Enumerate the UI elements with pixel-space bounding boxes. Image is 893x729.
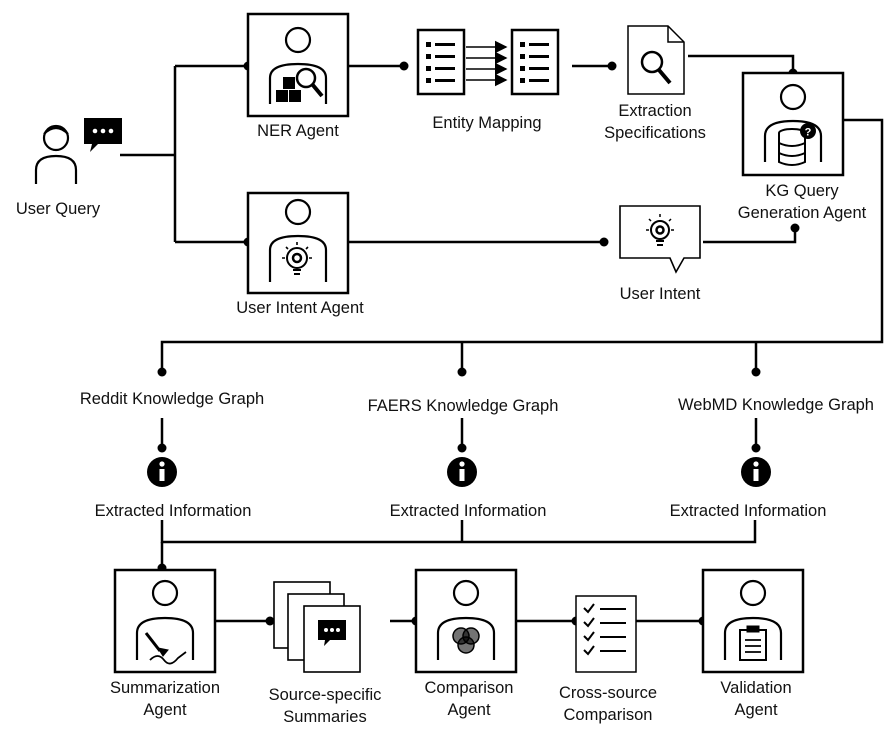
mapping-arrows [466, 40, 508, 87]
user-intent-agent-label: User Intent Agent [236, 299, 364, 317]
validation-agent-box [701, 568, 805, 674]
person-icon [436, 579, 496, 660]
comparison-agent-box [414, 568, 518, 674]
webmd-extracted-info-label: Extracted Information [669, 502, 827, 520]
comparison-agent-label: Comparison Agent [425, 677, 514, 721]
connector-lines [120, 54, 884, 623]
ner-agent-box [246, 12, 350, 118]
search-document-icon [627, 25, 685, 95]
intent-speech-bubble-icon [619, 205, 701, 274]
database-query-icon: ? [778, 123, 816, 166]
lightbulb-gear-icon [282, 242, 312, 275]
source-summaries-label: Source-specific Summaries [269, 684, 382, 728]
chat-bubble-icon [84, 118, 122, 152]
validation-agent-label: Validation Agent [720, 677, 791, 721]
summarization-agent-label: Summarization Agent [110, 677, 220, 721]
extraction-specifications-line2: Specifications [604, 124, 706, 142]
ner-agent-label: NER Agent [257, 122, 339, 140]
extraction-specifications-line1: Extraction [618, 102, 692, 120]
cross-source-comparison-label: Cross-source Comparison [559, 682, 657, 726]
list-document-icon-left [416, 28, 466, 96]
faers-kg-label: FAERS Knowledge Graph [367, 397, 559, 415]
person-icon [723, 579, 783, 660]
kg-query-agent-line2: Generation Agent [737, 204, 867, 222]
summarization-agent-line1: Summarization [109, 679, 221, 697]
extraction-specifications-label: Extraction Specifications [604, 100, 706, 144]
person-icon [763, 83, 823, 162]
cross-source-comparison-line2: Comparison [563, 706, 653, 724]
writing-hand-icon [144, 632, 187, 665]
clipboard-icon [739, 625, 767, 661]
faers-extracted-info-label: Extracted Information [389, 502, 547, 520]
user-query-label: User Query [15, 200, 101, 218]
chat-bubble-icon [318, 620, 346, 646]
cross-source-comparison-line1: Cross-source [558, 684, 658, 702]
entity-mapping-label: Entity Mapping [432, 114, 542, 132]
list-document-icon-right [510, 28, 560, 96]
source-summaries-line1: Source-specific [268, 686, 382, 704]
validation-agent-line2: Agent [734, 701, 778, 719]
kg-query-agent-line1: KG Query [765, 182, 839, 200]
kg-query-agent-box: ? [741, 71, 845, 177]
webmd-kg-label: WebMD Knowledge Graph [678, 396, 874, 414]
source-summaries-line2: Summaries [283, 708, 367, 726]
summarization-agent-box [113, 568, 217, 674]
reddit-extracted-info-label: Extracted Information [94, 502, 252, 520]
person-icon [268, 198, 328, 282]
info-icon-faers [447, 457, 477, 487]
comparison-agent-line2: Agent [447, 701, 491, 719]
info-icon-webmd [741, 457, 771, 487]
entity-mapping-icon [416, 28, 560, 96]
user-intent-agent-box [246, 191, 350, 295]
stacked-documents-icon [273, 581, 361, 673]
summarization-agent-line2: Agent [143, 701, 187, 719]
person-icon [268, 26, 328, 104]
search-boxes-icon [276, 67, 324, 102]
kg-query-agent-label: KG Query Generation Agent [738, 180, 866, 224]
comparison-agent-line1: Comparison [424, 679, 514, 697]
user-intent-label: User Intent [619, 285, 701, 303]
validation-agent-line1: Validation [720, 679, 792, 697]
reddit-kg-label: Reddit Knowledge Graph [79, 390, 265, 408]
person-icon [135, 579, 195, 660]
venn-diagram-icon [452, 627, 480, 654]
svg-text:?: ? [805, 127, 812, 139]
user-query-icon [34, 124, 78, 184]
checklist-icon [575, 595, 637, 673]
info-icon-reddit [147, 457, 177, 487]
